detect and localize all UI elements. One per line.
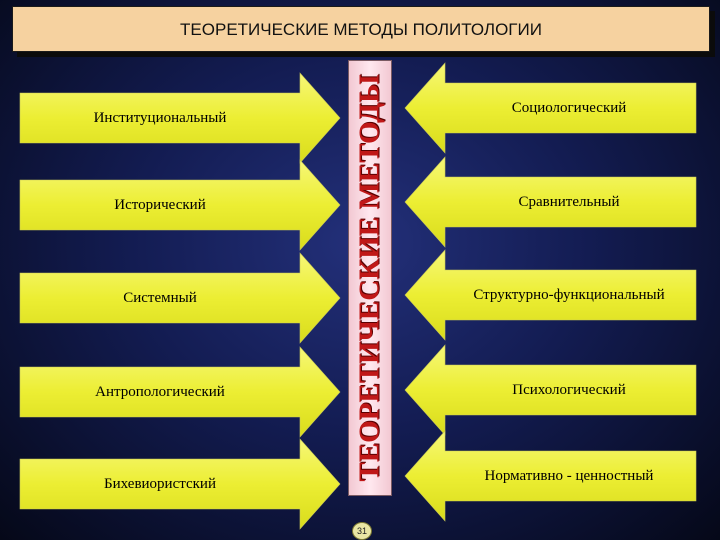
left-pointing-arrow bbox=[404, 249, 697, 341]
title-bar: ТЕОРЕТИЧЕСКИЕ МЕТОДЫ ПОЛИТОЛОГИИ bbox=[12, 6, 710, 52]
right-method-label: Психологический bbox=[512, 382, 626, 398]
center-vertical-bar: ТЕОРЕТИЧЕСКИЕ МЕТОДЫ bbox=[348, 60, 392, 496]
left-pointing-arrow bbox=[404, 62, 697, 154]
right-pointing-arrow bbox=[19, 252, 341, 344]
left-method-label: Институциональный bbox=[93, 110, 227, 126]
left-method-label: Системный bbox=[123, 290, 197, 306]
right-method-label: Структурно-функциональный bbox=[473, 287, 665, 303]
right-method-label: Нормативно - ценностный bbox=[484, 468, 654, 484]
left-method-label: Исторический bbox=[114, 197, 206, 213]
right-pointing-arrow bbox=[19, 159, 341, 251]
slide-title: ТЕОРЕТИЧЕСКИЕ МЕТОДЫ ПОЛИТОЛОГИИ bbox=[180, 20, 542, 39]
left-method-label: Антропологический bbox=[95, 384, 225, 400]
right-pointing-arrow bbox=[19, 72, 341, 164]
left-pointing-arrow bbox=[404, 344, 697, 436]
center-label: ТЕОРЕТИЧЕСКИЕ МЕТОДЫ bbox=[353, 74, 386, 482]
right-pointing-arrow bbox=[19, 438, 341, 530]
left-method-label: Бихевиористский bbox=[104, 476, 216, 492]
right-method-label: Сравнительный bbox=[518, 194, 620, 210]
right-pointing-arrow bbox=[19, 346, 341, 438]
left-pointing-arrow bbox=[404, 430, 697, 522]
left-pointing-arrow bbox=[404, 156, 697, 248]
right-method-label: Социологический bbox=[511, 100, 627, 116]
page-number-badge: 31 bbox=[352, 522, 372, 540]
